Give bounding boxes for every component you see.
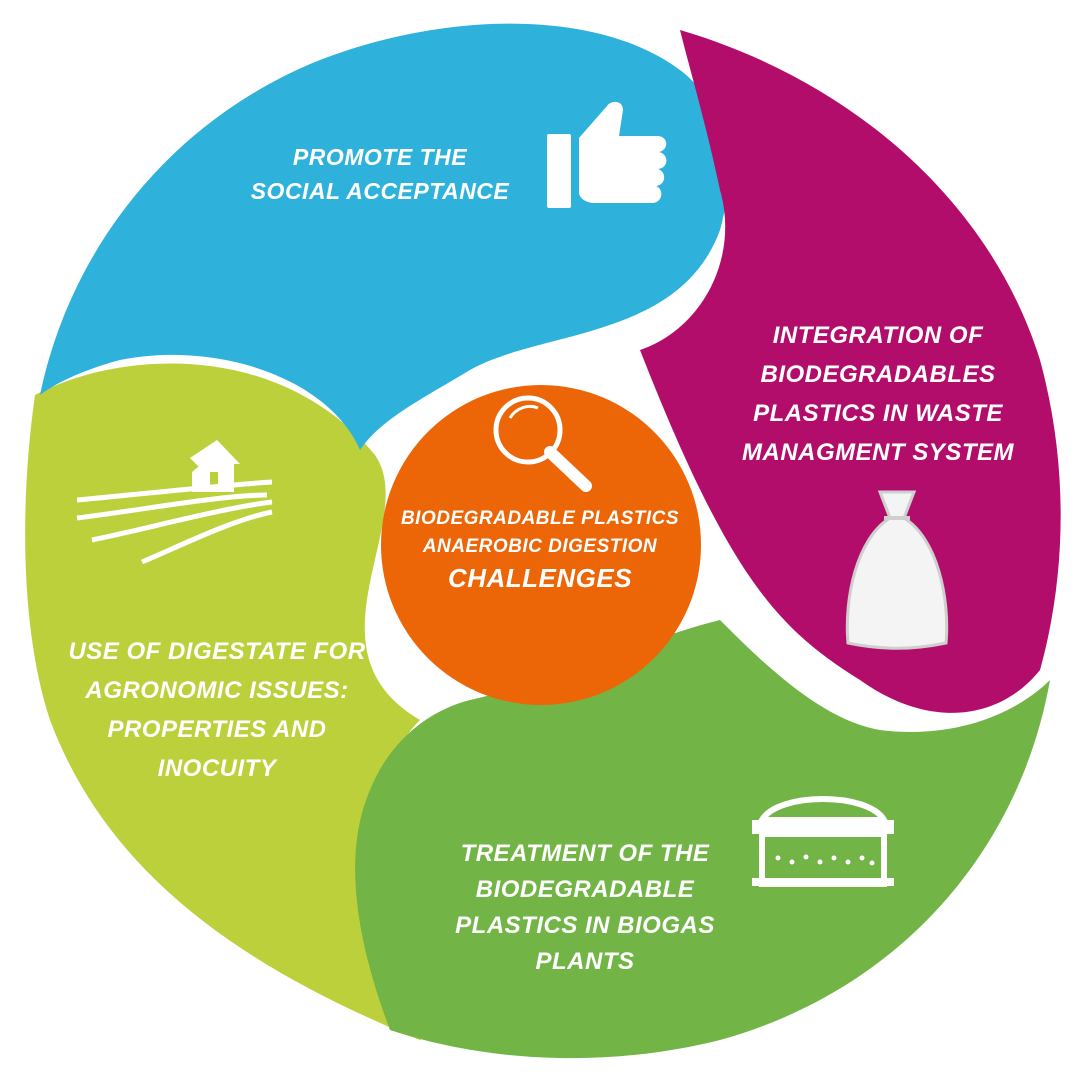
center-emphasis: CHALLENGES [447,563,633,593]
thumbs-up-icon [547,101,667,208]
segment-biogas-line-2: BIODEGRADABLE [475,876,695,903]
farm-house-icon [76,440,273,565]
segment-biogas-line-4: PLANTS [535,948,635,975]
segment-social-shape [40,23,728,450]
segment-social-line-1: PROMOTE THE [292,144,468,170]
segment-social-line-2: SOCIAL ACCEPTANCE [250,178,510,204]
garbage-bag-icon [845,490,949,650]
segment-waste-shape [640,30,1061,713]
segment-digestate-line-4: INOCUITY [157,755,277,782]
segment-waste-line-4: MANAGMENT SYSTEM [742,439,1014,466]
segment-social-label: PROMOTE THE SOCIAL ACCEPTANCE [230,140,530,208]
center-label: BIODEGRADABLE PLASTICS ANAEROBIC DIGESTI… [380,505,700,595]
center-line-2: ANAEROBIC DIGESTION [422,536,658,557]
segment-biogas-line-3: PLASTICS IN BIOGAS [455,912,715,939]
magnifier-icon [493,395,592,492]
segment-digestate-line-2: AGRONOMIC ISSUES: [85,677,349,704]
segment-biogas-label: TREATMENT OF THE BIODEGRADABLE PLASTICS … [435,836,735,980]
center-line-1: BIODEGRADABLE PLASTICS [400,508,680,529]
segment-waste-label: INTEGRATION OF BIODEGRADABLES PLASTICS I… [728,316,1028,472]
segment-waste-line-3: PLASTICS IN WASTE [753,400,1003,427]
center-circle [381,385,701,705]
segment-biogas-line-1: TREATMENT OF THE [460,840,710,867]
segment-digestate-line-1: USE OF DIGESTATE FOR [68,638,366,665]
segment-digestate-line-3: PROPERTIES AND [107,716,327,743]
biogas-digester-icon [752,796,894,887]
segment-biogas-shape [355,620,1050,1059]
segment-digestate-label: USE OF DIGESTATE FOR AGRONOMIC ISSUES: P… [62,632,372,788]
segment-waste-line-2: BIODEGRADABLES [760,361,996,388]
segment-waste-line-1: INTEGRATION OF [772,322,984,349]
